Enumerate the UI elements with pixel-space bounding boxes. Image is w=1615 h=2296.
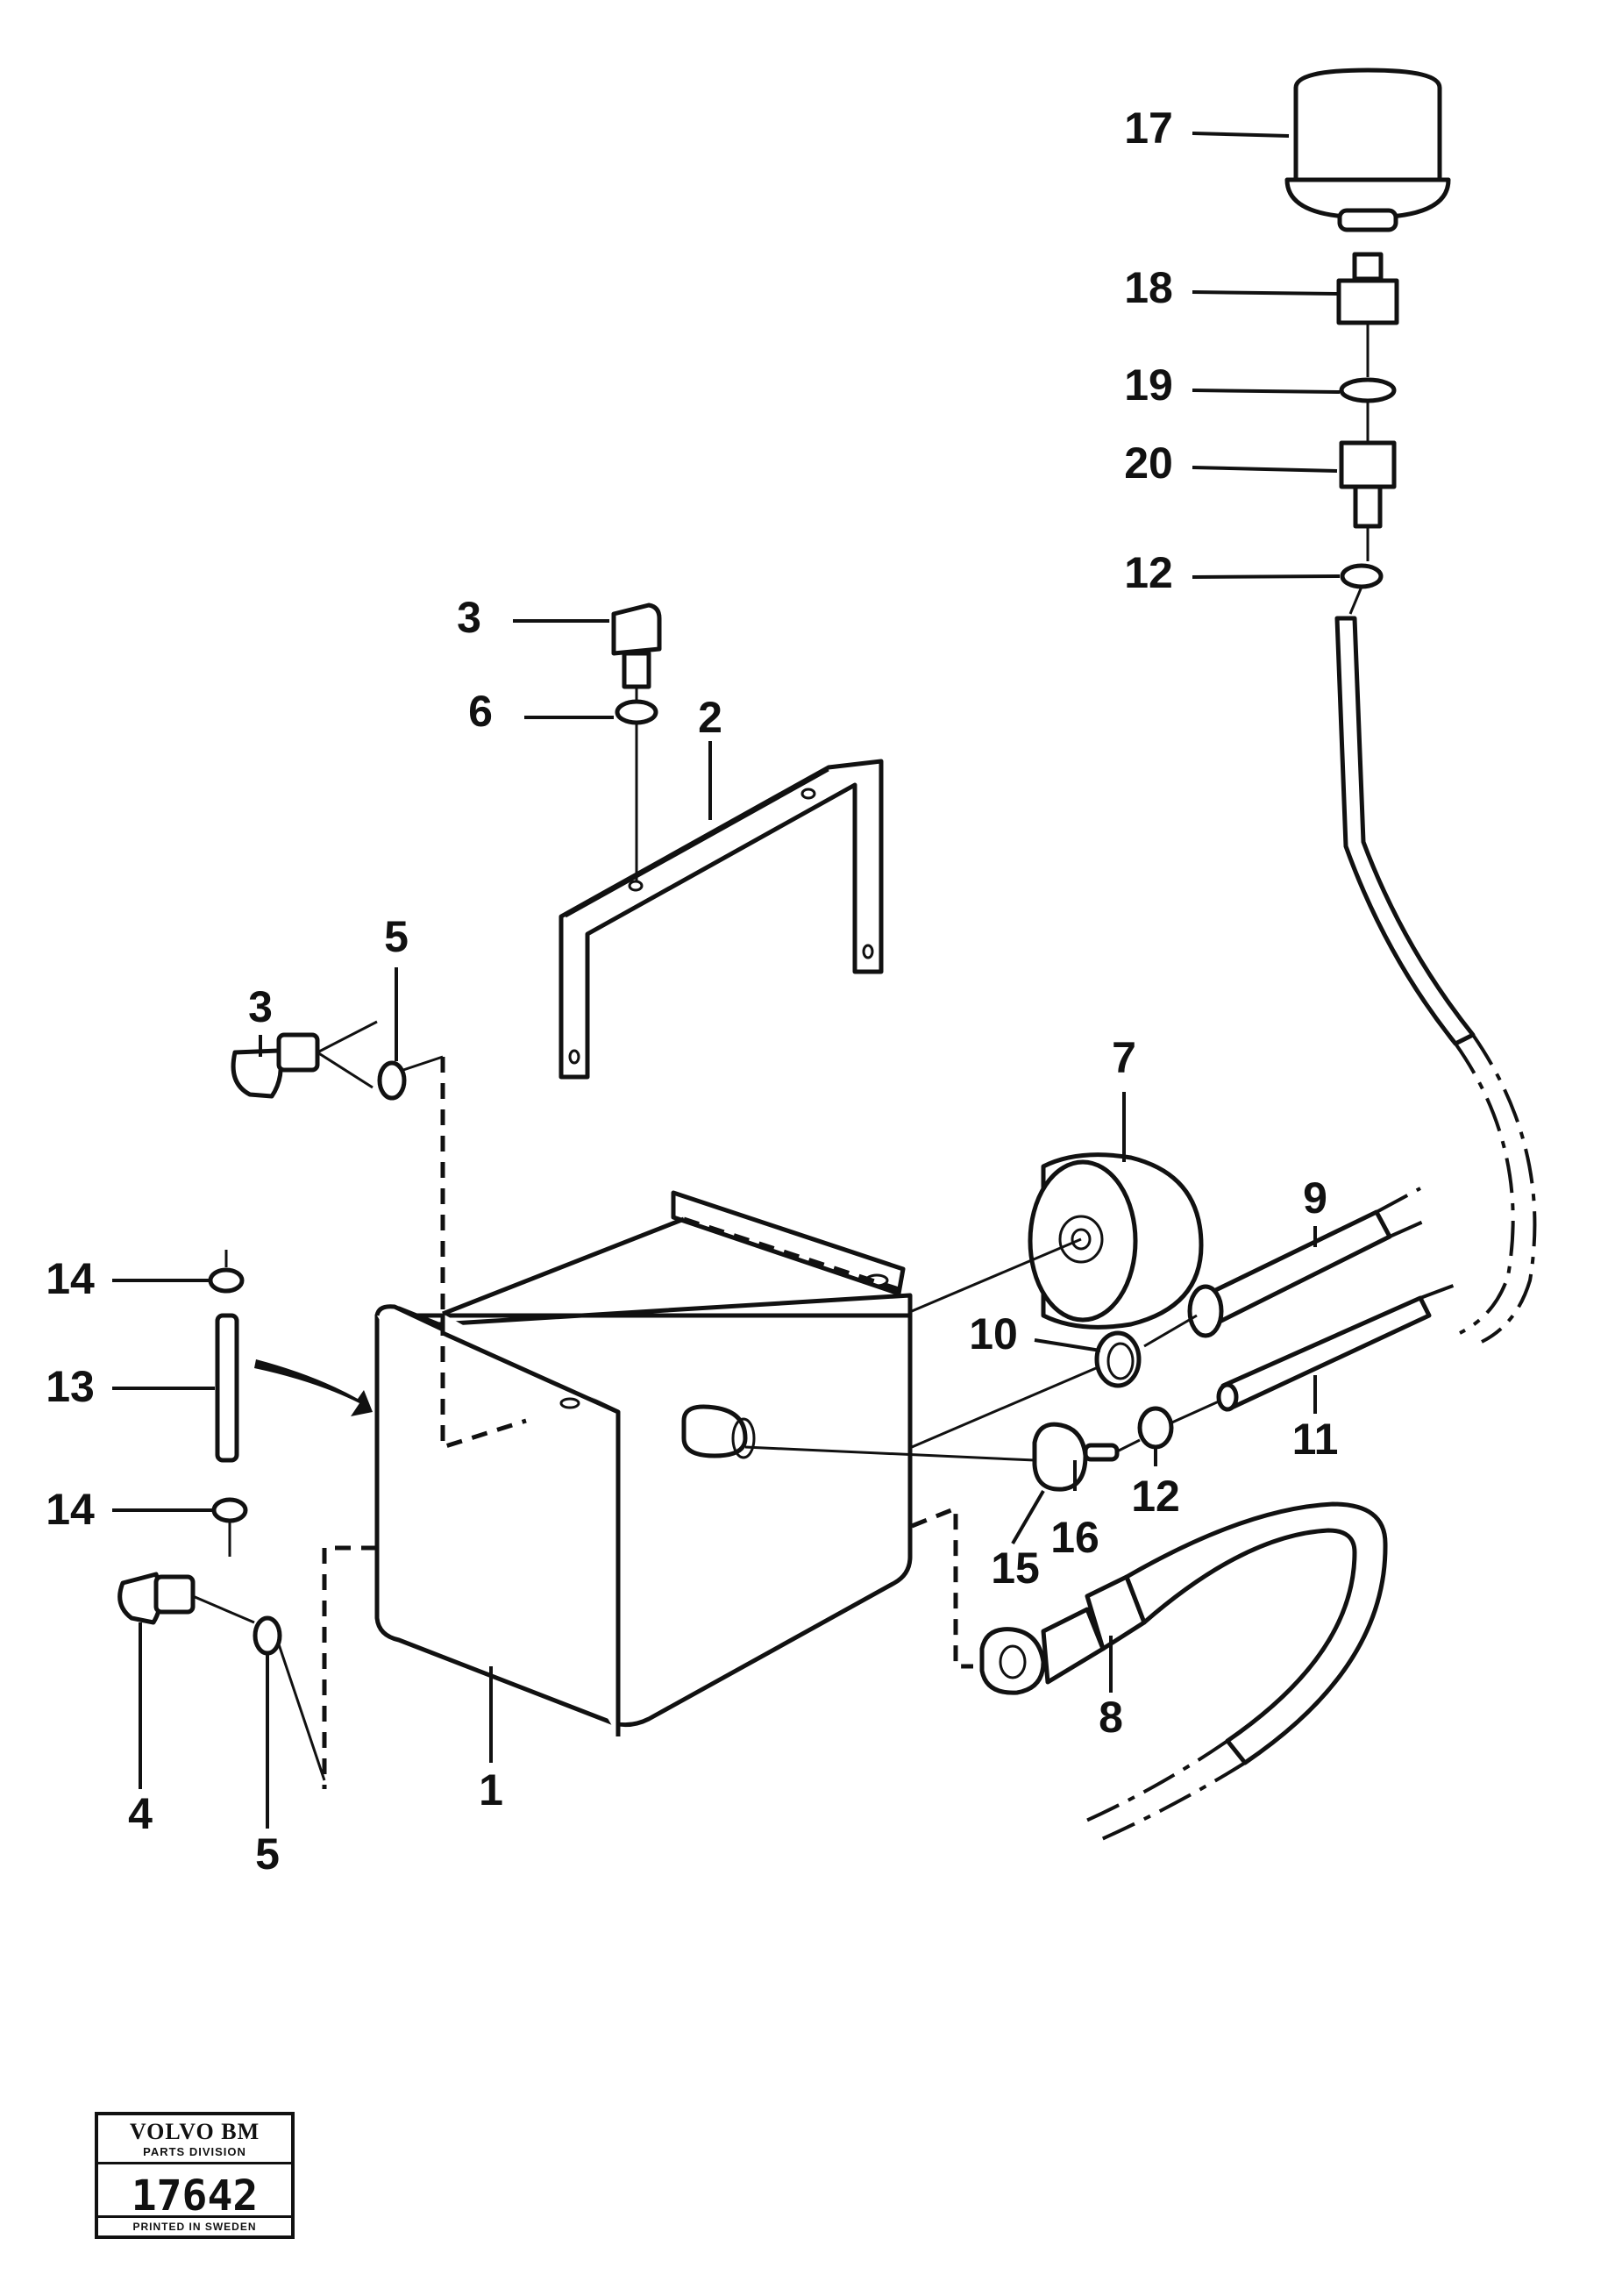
leader-19 — [1192, 389, 1341, 394]
label-5-top: 5 — [384, 912, 409, 961]
filter-part — [911, 1152, 1204, 1330]
hydraulic-tank-part — [374, 1190, 913, 1736]
attach-line-left-lower — [322, 1545, 377, 1789]
label-2: 2 — [698, 693, 722, 742]
label-8: 8 — [1099, 1693, 1123, 1742]
leader-17 — [1192, 132, 1290, 138]
washer-part-6 — [615, 699, 658, 881]
label-3-top: 3 — [457, 593, 481, 642]
attach-line-right — [911, 1505, 973, 1669]
attach-line-left-upper — [440, 1057, 527, 1451]
nipple-part-16 — [1083, 1438, 1141, 1462]
tank-bracket-part — [558, 759, 884, 1080]
label-1: 1 — [479, 1765, 503, 1815]
label-16: 16 — [1050, 1513, 1099, 1562]
washer-part-5-top — [377, 1055, 444, 1101]
dowel-part — [215, 1313, 239, 1463]
washer-part-14-bottom — [211, 1497, 248, 1557]
hose-clamp-part-12 — [1137, 1406, 1174, 1450]
label-12-top: 12 — [1124, 548, 1173, 597]
leader-18 — [1192, 290, 1338, 296]
stamp-division: PARTS DIVISION — [98, 2145, 291, 2164]
nipple-part — [1339, 440, 1397, 561]
leader-20 — [1192, 466, 1338, 473]
stamp-drawing-number: 17642 — [131, 2171, 259, 2221]
label-7: 7 — [1112, 1033, 1136, 1082]
label-10: 10 — [969, 1309, 1018, 1358]
bolt-part-bottom — [117, 1572, 255, 1625]
label-3-side: 3 — [248, 982, 273, 1031]
label-18: 18 — [1124, 263, 1173, 312]
label-6: 6 — [468, 687, 493, 736]
label-12-lower: 12 — [1131, 1472, 1180, 1521]
washer-part-19 — [1339, 377, 1397, 443]
label-14-top: 14 — [46, 1254, 95, 1303]
label-11: 11 — [1292, 1415, 1339, 1464]
breather-hose — [1334, 616, 1537, 1344]
washer-part-14-top — [208, 1250, 245, 1294]
drain-tube-part — [1165, 1283, 1456, 1427]
insertion-arrow — [254, 1359, 373, 1416]
leader-10 — [1034, 1338, 1101, 1352]
leader-15 — [1011, 1489, 1045, 1545]
label-4: 4 — [128, 1789, 153, 1838]
suction-hose-part — [979, 1501, 1388, 1843]
label-13: 13 — [46, 1362, 95, 1411]
breather-cap-part — [1284, 68, 1451, 232]
label-20: 20 — [1124, 439, 1173, 488]
bolt-part-top — [611, 603, 662, 702]
stamp-brand: VOLVO BM — [129, 2119, 260, 2144]
label-17: 17 — [1124, 103, 1173, 153]
clamp-part-top — [1340, 563, 1384, 615]
label-15: 15 — [991, 1544, 1040, 1593]
label-19: 19 — [1124, 360, 1173, 410]
return-hose-part — [1143, 1187, 1430, 1348]
label-9: 9 — [1303, 1173, 1327, 1223]
label-14-bottom: 14 — [46, 1485, 95, 1534]
publisher-stamp: VOLVO BM PARTS DIVISION 17642 PRINTED IN… — [95, 2112, 295, 2239]
washer-part-5-bottom — [253, 1615, 326, 1781]
bolt-part-side — [231, 1020, 378, 1099]
stamp-footer: PRINTED IN SWEDEN — [98, 2215, 291, 2235]
hose-clamp-part-10 — [911, 1330, 1142, 1449]
leader-12-top — [1192, 574, 1341, 579]
nut-part — [1336, 252, 1399, 377]
label-5-bottom: 5 — [255, 1829, 280, 1879]
